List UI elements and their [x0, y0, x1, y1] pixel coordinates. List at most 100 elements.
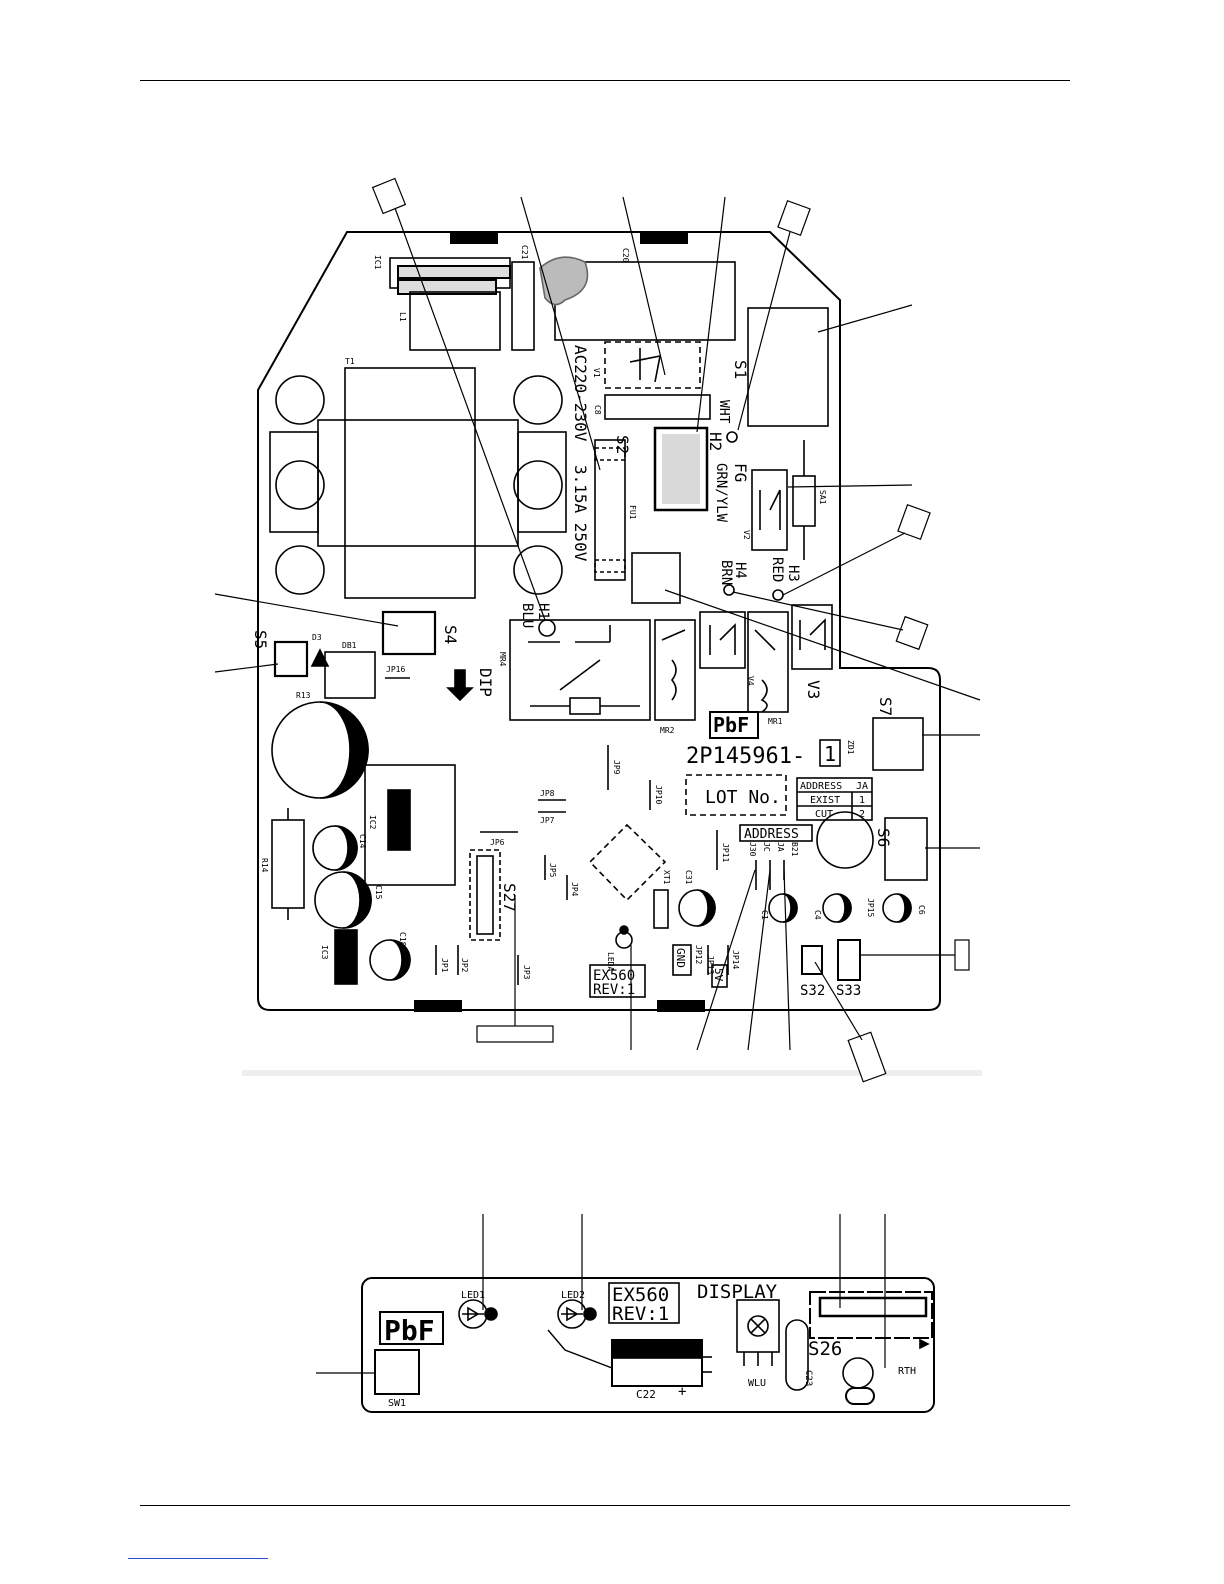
xt1-label: XT1: [662, 870, 671, 885]
ic2-label: IC2: [368, 815, 377, 830]
jp1-label: JP1: [440, 958, 449, 973]
s2-label: S2: [613, 435, 632, 454]
c12-label: C12: [346, 722, 355, 737]
s33-label: S33: [836, 983, 861, 999]
s32-connector: [801, 945, 823, 975]
part-rev-box: [819, 739, 841, 767]
jp6-label: JP6: [490, 838, 505, 847]
s4-label: S4: [441, 625, 460, 644]
footer-rule: [140, 1505, 1070, 1506]
s27-connector: [469, 849, 501, 941]
c21-label: C21: [520, 245, 529, 260]
c8-capacitor: [604, 394, 711, 420]
c23-label: C23: [803, 1370, 813, 1386]
h1-color-label: BLU: [519, 603, 535, 628]
v3-varistor: [791, 604, 833, 670]
s1-label: S1: [731, 360, 750, 379]
jp8-label: JP8: [540, 789, 555, 798]
jp16-label: JP16: [386, 665, 405, 674]
fg-color-label: GRN/YLW: [713, 463, 729, 523]
s4-connector: [381, 610, 437, 656]
h3-color-label: RED: [769, 557, 785, 582]
footer-link-underline[interactable]: [128, 1558, 268, 1559]
leda-label: LEDA: [606, 952, 615, 971]
header-rule: [140, 80, 1070, 81]
s6-connector: [884, 817, 928, 881]
voltage-label: AC220-230V: [571, 345, 590, 442]
jp9-label: JP9: [612, 760, 621, 775]
fuse-rating-label: 3.15A 250V: [571, 465, 590, 562]
rth-label: RTH: [898, 1366, 916, 1377]
b21-buzzer: [816, 811, 874, 869]
xt1-crystal: [653, 889, 669, 929]
s7-connector: [872, 717, 924, 771]
jp14-label: JP14: [731, 950, 740, 969]
s27-label: S27: [500, 883, 519, 912]
d3-label: D3: [312, 633, 322, 642]
jp12-label: JP12: [694, 945, 703, 964]
s2-connector: [653, 426, 709, 512]
t1-transformer: [344, 367, 476, 599]
display-model-label: EX560: [612, 1284, 669, 1306]
s5-label: S5: [251, 630, 270, 649]
ja-label: JA: [776, 842, 785, 852]
c4-label: C4: [813, 910, 822, 920]
c20-label: C20: [621, 248, 630, 263]
ic3-regulator: [334, 929, 358, 985]
address-table-r1c0: EXIST: [810, 795, 840, 806]
c6-label: C6: [917, 905, 926, 915]
ic3-label: IC3: [320, 945, 329, 960]
lot-label: LOT No.: [705, 787, 781, 808]
part-rev-label: 1: [824, 742, 836, 766]
callout-box-right-1: [897, 503, 931, 541]
v4-varistor: [699, 611, 746, 669]
gnd-label: GND: [674, 948, 687, 968]
sa1-label: SA1: [818, 490, 827, 505]
mr1-label: MR1: [768, 717, 783, 726]
h3-label: H3: [785, 565, 801, 582]
jc-label: JC: [762, 842, 771, 852]
rth-thermistor: [842, 1357, 874, 1389]
part-no-label: 2P145961-: [686, 744, 805, 769]
sw1-switch: [374, 1349, 420, 1395]
h4-terminal: [723, 584, 735, 596]
callout-box-top-left: [371, 177, 407, 215]
s7-label: S7: [876, 697, 895, 716]
address-table: [796, 777, 873, 821]
zd1-label: ZD1: [846, 740, 855, 755]
mr2-relay: [654, 619, 696, 721]
display-pbf-box: [379, 1311, 444, 1345]
fu1-fuse: [594, 439, 626, 581]
pbf-box: [709, 711, 759, 739]
callout-box-top-right: [777, 199, 811, 237]
l1-label: L1: [398, 312, 407, 322]
v4-label: V4: [746, 676, 755, 686]
h4-label: H4: [732, 562, 748, 579]
fg-label: FG: [731, 463, 750, 482]
v1-label: V1: [592, 368, 601, 378]
model-rev-label: REV:1: [593, 982, 635, 998]
b21-label: B21: [790, 842, 799, 857]
c18-label: C18: [398, 932, 407, 947]
c31-label: C31: [684, 870, 693, 885]
db1-rectifier: [324, 651, 376, 699]
display-board-outline: [361, 1277, 935, 1413]
s32-label: S32: [800, 983, 825, 999]
gnd-box: [672, 944, 692, 976]
db1-label: DB1: [342, 641, 357, 650]
c15-label: C15: [374, 885, 383, 900]
jp15-label: JP15: [866, 898, 875, 917]
c22-label: C22: [636, 1388, 656, 1401]
h2-label: H2: [706, 432, 725, 451]
c14-label: C14: [358, 834, 367, 849]
r13-label: R13: [296, 691, 311, 700]
jp2-label: JP2: [460, 958, 469, 973]
mcu-chip: [588, 823, 667, 902]
ic1-label: IC1: [373, 255, 382, 270]
s33-connector: [837, 939, 861, 981]
address-table-r0c1: JA: [856, 781, 868, 792]
five-v-box: [711, 964, 728, 988]
dip-label: DIP: [476, 668, 495, 697]
